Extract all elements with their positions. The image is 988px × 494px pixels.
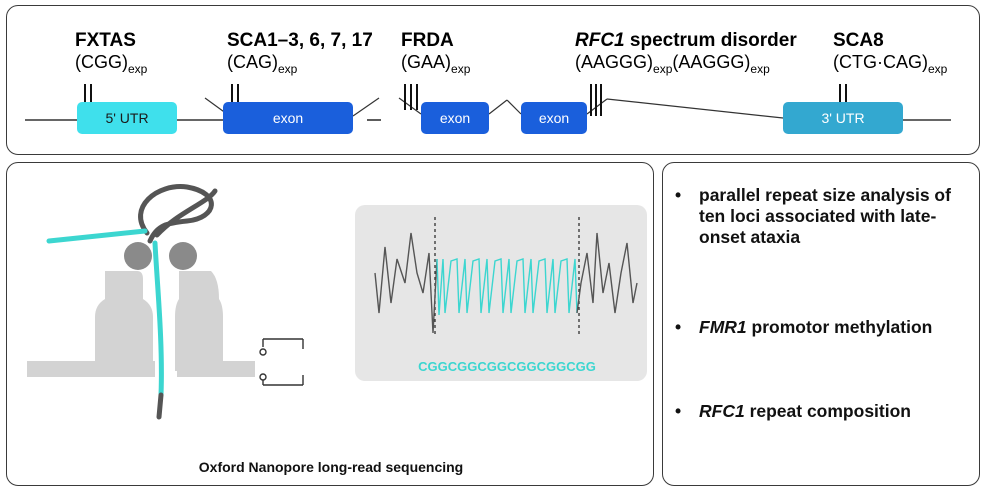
utr5-label: 5' UTR	[105, 110, 148, 126]
exon-label: exon	[273, 110, 303, 126]
locus-repeat-label: (CAG)exp	[227, 52, 298, 76]
intron-line	[488, 99, 508, 115]
feature-text: FMR1 promotor methylation	[699, 317, 933, 337]
nanopore-illustration: CGGCGGCGGCGGCGGCGG	[27, 184, 647, 420]
locus-repeat-label: (CGG)exp	[75, 52, 148, 76]
repeat-markers	[84, 84, 847, 116]
locus-disease-label: SCA1–3, 6, 7, 17	[227, 30, 373, 51]
locus-disease-label: SCA8	[833, 30, 884, 51]
exon-box	[223, 102, 353, 134]
exon-label: exon	[440, 110, 470, 126]
nanopore-panel: CGGCGGCGGCGGCGGCGG Oxford Nanopore long-…	[6, 162, 654, 486]
utr3-label: 3' UTR	[821, 110, 864, 126]
dna-strand-cis	[46, 228, 148, 244]
bullet-icon: •	[675, 317, 682, 337]
exon-box	[521, 102, 587, 134]
gene-schematic-panel: 5' UTR exon exon exon 3' UTR FXTAS (CGG)…	[6, 5, 980, 155]
locus-repeat-label: (CTG·CAG)exp	[833, 52, 948, 76]
exon-label: exon	[539, 110, 569, 126]
locus-disease-label: FRDA	[401, 30, 454, 51]
nanopore-caption: Oxford Nanopore long-read sequencing	[198, 459, 464, 475]
intron-line	[606, 98, 784, 119]
locus-disease-label: FXTAS	[75, 30, 136, 51]
pore-protein-left	[95, 271, 153, 371]
dna-strand-translocating	[152, 240, 164, 398]
read-sequence: CGGCGGCGGCGGCGGCGG	[418, 359, 596, 374]
pore-head-left	[124, 242, 152, 270]
utr3-box	[783, 102, 903, 134]
features-panel: • parallel repeat size analysis of ten l…	[662, 162, 980, 486]
locus-repeat-label: (AAGGG)exp(AAGGG)exp	[575, 52, 770, 76]
exon-box	[421, 102, 489, 134]
gene-schematic: 5' UTR exon exon exon 3' UTR FXTAS (CGG)…	[25, 30, 951, 134]
signal-trace-left	[374, 232, 438, 334]
pore-protein-right	[175, 271, 223, 371]
bullet-icon: •	[675, 401, 682, 421]
utr5-box	[77, 102, 177, 134]
electrode-circuit	[259, 338, 304, 386]
pore-head-right	[169, 242, 197, 270]
dna-strand-tail	[156, 392, 164, 420]
signal-trace-right	[576, 232, 638, 314]
feature-text: parallel repeat size analysis of ten loc…	[699, 185, 951, 247]
signal-trace-repeat	[436, 258, 578, 316]
signal-box	[355, 205, 647, 381]
dna-double-strand	[138, 184, 218, 244]
locus-disease-label: RFC1 spectrum disorder	[575, 30, 797, 51]
intron-line	[352, 97, 380, 117]
feature-text: RFC1 repeat composition	[699, 401, 911, 421]
intron-line	[506, 99, 522, 115]
bullet-icon: •	[675, 185, 682, 205]
locus-repeat-label: (GAA)exp	[401, 52, 471, 76]
